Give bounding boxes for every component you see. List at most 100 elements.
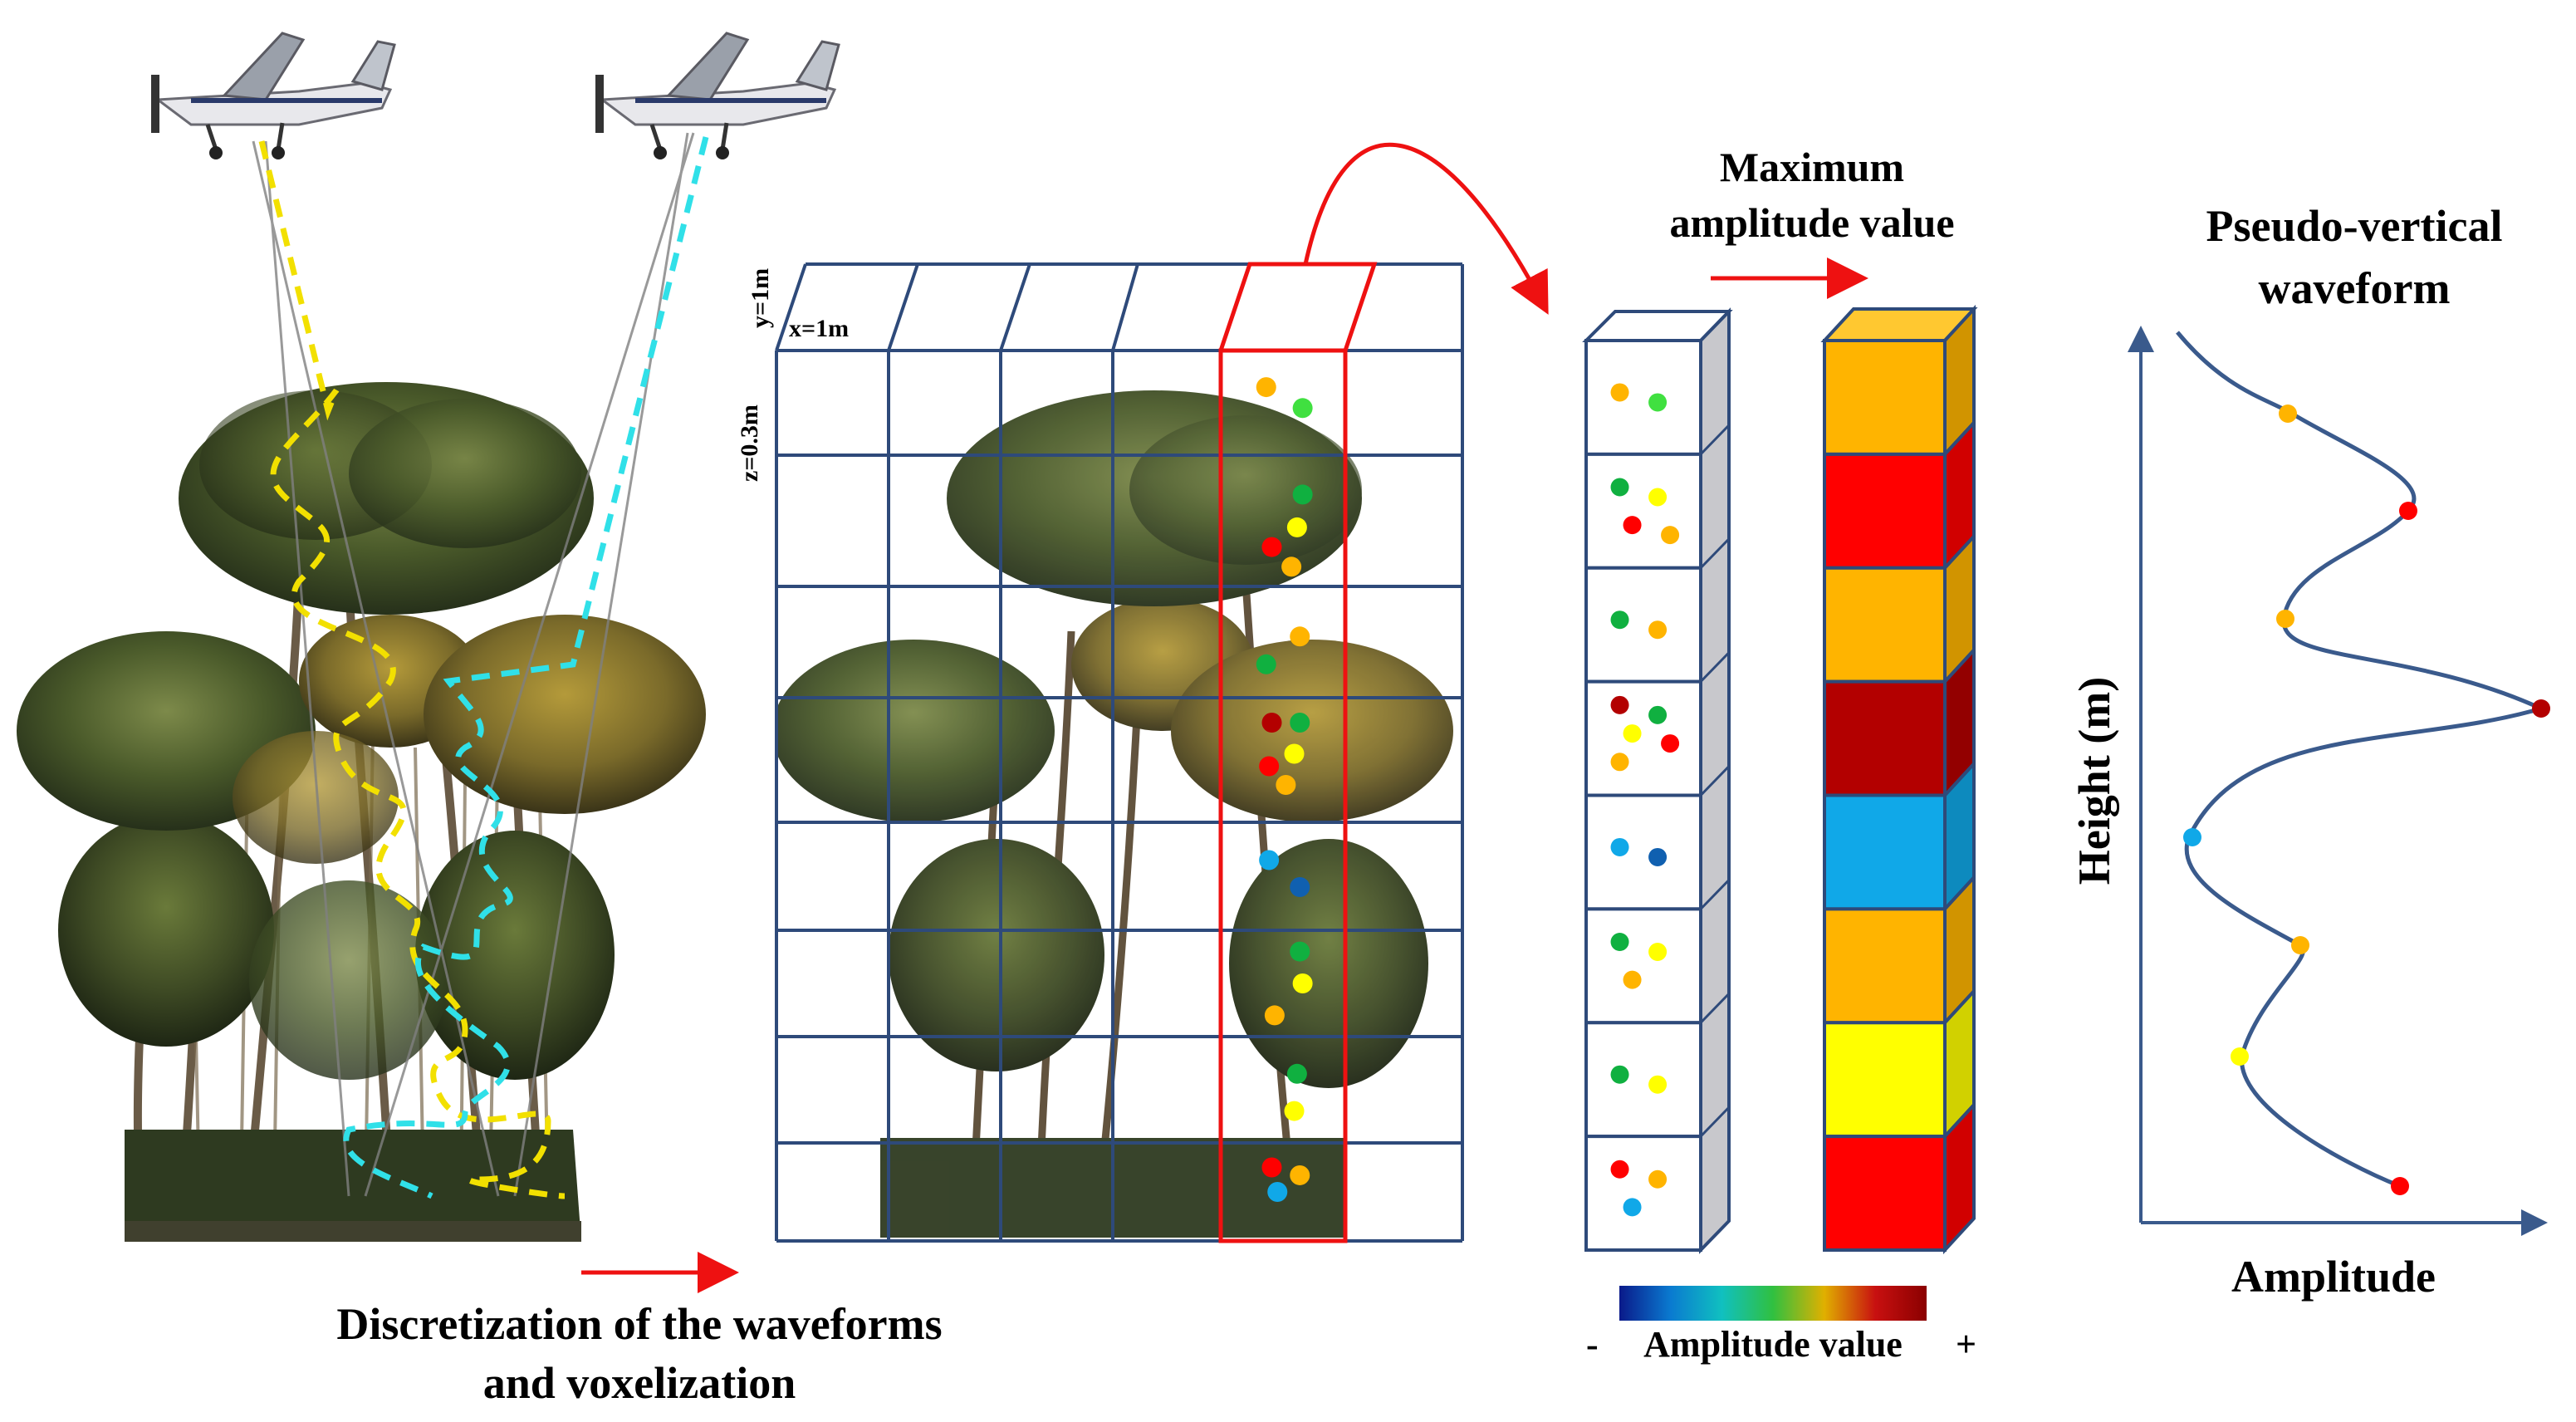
voxel-point <box>1610 837 1629 856</box>
voxel-point <box>1661 526 1680 545</box>
return-point <box>1290 941 1310 962</box>
voxel-edge <box>1699 424 1731 455</box>
dim-z-label: z=0.3m <box>736 405 763 482</box>
tree-canopy-illustration <box>17 382 706 1242</box>
waveform-point <box>2183 828 2201 846</box>
return-point <box>1284 743 1305 764</box>
return-point <box>1256 654 1276 674</box>
grid-return-points <box>1256 377 1313 1202</box>
curved-arrow <box>1303 142 1549 315</box>
left-scene <box>17 32 840 1242</box>
voxel-cell <box>1584 1135 1702 1252</box>
dim-y-label: y=1m <box>747 268 774 328</box>
voxel-point <box>1610 753 1629 772</box>
airplane-icon <box>595 32 840 159</box>
max-amplitude-cell <box>1823 452 1947 570</box>
voxel-point <box>1648 620 1668 640</box>
waveform-point <box>2276 610 2294 628</box>
max-amplitude-cell <box>1823 679 1947 797</box>
voxel-cell <box>1584 679 1702 797</box>
voxel-edge <box>1699 537 1731 569</box>
voxel-point <box>1623 1198 1642 1217</box>
max-amplitude-cell <box>1823 1135 1947 1252</box>
discretization-label-line2: and voxelization <box>483 1358 796 1408</box>
return-point <box>1290 1165 1310 1185</box>
max-amplitude-cell <box>1823 566 1947 684</box>
return-point <box>1286 517 1307 537</box>
voxel-point <box>1610 1160 1629 1179</box>
voxel-cell <box>1584 793 1702 911</box>
amplitude-colorbar: - Amplitude value + <box>1586 1286 1976 1365</box>
max-amplitude-column <box>1820 304 1978 1255</box>
voxel-edge <box>1699 310 1731 342</box>
voxel-point <box>1661 734 1680 753</box>
voxel-cell <box>1584 566 1702 684</box>
grid-line <box>775 263 807 351</box>
voxel-point <box>1623 724 1642 743</box>
return-point <box>1281 557 1302 577</box>
voxel-point <box>1623 970 1642 989</box>
return-point <box>1261 1157 1282 1178</box>
return-point <box>1286 1063 1307 1084</box>
voxel-cell <box>1584 1021 1702 1139</box>
voxel-edge <box>1699 651 1731 683</box>
voxel-edge <box>1699 1106 1731 1138</box>
laser-lines <box>252 132 695 1197</box>
return-point <box>1259 756 1280 777</box>
grid-line <box>887 263 919 351</box>
return-point <box>1276 775 1296 795</box>
return-point <box>1256 377 1276 398</box>
max-amplitude-title-line2: amplitude value <box>1669 199 1954 246</box>
voxel-point <box>1623 516 1642 535</box>
waveform-point <box>2231 1047 2249 1066</box>
voxel-point <box>1610 610 1629 630</box>
voxel-point <box>1610 933 1629 951</box>
discretization-label-line1: Discretization of the waveforms <box>336 1299 942 1349</box>
return-point <box>1264 1005 1285 1026</box>
voxel-column <box>1582 307 1733 1254</box>
waveform-point <box>2279 405 2297 423</box>
voxel-cell <box>1584 907 1702 1025</box>
voxel-point <box>1648 705 1668 724</box>
pseudo-title-line1: Pseudo-vertical <box>2206 201 2503 251</box>
voxel-grid: x=1m y=1m z=0.3m <box>736 262 1464 1243</box>
return-point <box>1290 877 1310 897</box>
return-point <box>1267 1182 1288 1202</box>
voxel-cell <box>1584 339 1702 456</box>
dim-x-label: x=1m <box>789 315 849 342</box>
voxel-point <box>1610 478 1629 497</box>
yellow-waveform-beam <box>258 140 566 1199</box>
height-axis-label: Height (m) <box>2069 677 2119 885</box>
waveform-point <box>2291 936 2309 954</box>
max-amplitude-cell <box>1823 907 1947 1025</box>
voxel-point <box>1648 943 1668 961</box>
pseudo-waveform-plot: Pseudo-vertical waveform Height (m) Ampl… <box>2069 201 2550 1302</box>
waveform-point <box>2532 699 2550 718</box>
voxel-point <box>1610 383 1629 402</box>
voxel-point <box>1648 847 1668 866</box>
grid-line <box>999 263 1031 351</box>
voxel-point <box>1610 695 1629 714</box>
max-amplitude-cell-side <box>1943 1101 1976 1255</box>
voxel-edge <box>1699 993 1731 1024</box>
cyan-waveform-beam <box>343 136 709 1199</box>
colorbar-minus: - <box>1586 1324 1599 1365</box>
max-amplitude-cell <box>1823 1021 1947 1139</box>
waveform-curve <box>2176 331 2548 1189</box>
return-point <box>1261 713 1282 733</box>
voxel-point <box>1648 1075 1668 1094</box>
highlighted-voxel-column <box>1218 262 1378 1243</box>
max-amplitude-cell <box>1823 793 1947 911</box>
colorbar-plus: + <box>1956 1324 1976 1365</box>
colorbar-label: Amplitude value <box>1643 1324 1903 1365</box>
return-point <box>1290 626 1310 647</box>
max-amplitude-title-line1: Maximum <box>1720 144 1904 190</box>
waveform-points <box>2183 405 2550 1195</box>
airplane-icon <box>151 32 396 159</box>
waveform-point <box>2391 1177 2409 1195</box>
voxel-edge <box>1699 879 1731 910</box>
return-point <box>1284 1101 1305 1121</box>
voxel-point <box>1648 393 1668 412</box>
voxel-edge <box>1699 765 1731 797</box>
pseudo-title-line2: waveform <box>2259 263 2451 313</box>
